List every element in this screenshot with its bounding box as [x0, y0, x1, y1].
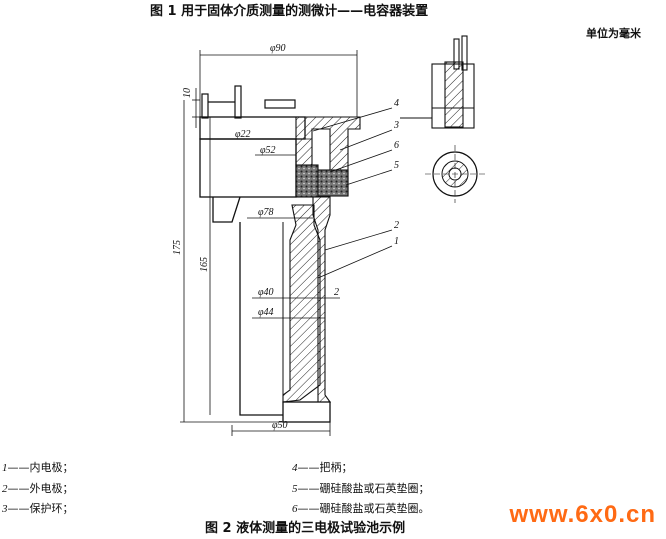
legend-item-4: 4——把柄；	[292, 461, 353, 474]
legend-item-5: 5——硼硅酸盐或石英垫圈；	[292, 482, 430, 495]
dim-h165: 165	[199, 257, 210, 272]
dim-d50: φ50	[272, 420, 288, 431]
callout-1: 1	[394, 236, 399, 247]
callout-2: 2	[394, 220, 399, 231]
legend-item-2: 2——外电极；	[2, 482, 74, 495]
watermark: www.6x0.cn	[509, 501, 656, 528]
callout-6: 6	[394, 140, 399, 151]
top-view-circles	[425, 145, 485, 203]
dim-h10: 10	[182, 88, 193, 98]
callout-4: 4	[394, 98, 399, 109]
callout-leaders	[312, 107, 393, 279]
sectioned-electrodes	[282, 116, 361, 403]
dim-d78: φ78	[258, 207, 274, 218]
figure-1-title: 图 1 用于固体介质测量的测微计——电容器装置	[150, 4, 429, 19]
dim-d40: φ40	[258, 287, 274, 298]
handle-pins	[201, 85, 296, 119]
dim-d22: φ22	[235, 129, 251, 140]
legend-item-1: 1——内电极；	[2, 461, 74, 474]
dim-gap2: 2	[334, 287, 339, 298]
legend-item-6: 6——硼硅酸盐或石英垫圈。	[292, 502, 430, 515]
callout-5: 5	[394, 160, 399, 171]
dim-h175: 175	[172, 240, 183, 255]
dimension-lines	[180, 50, 358, 436]
unit-note: 单位为毫米	[586, 27, 641, 40]
legend-item-3: 3——保护环；	[2, 502, 74, 515]
callout-3: 3	[393, 120, 399, 131]
figure-2-title: 图 2 液体测量的三电极试验池示例	[205, 521, 406, 536]
dim-d44: φ44	[258, 307, 274, 318]
handle-detail-view	[400, 35, 475, 129]
dim-d90: φ90	[270, 43, 286, 54]
cell-outline	[199, 116, 331, 423]
dim-d52: φ52	[260, 145, 276, 156]
